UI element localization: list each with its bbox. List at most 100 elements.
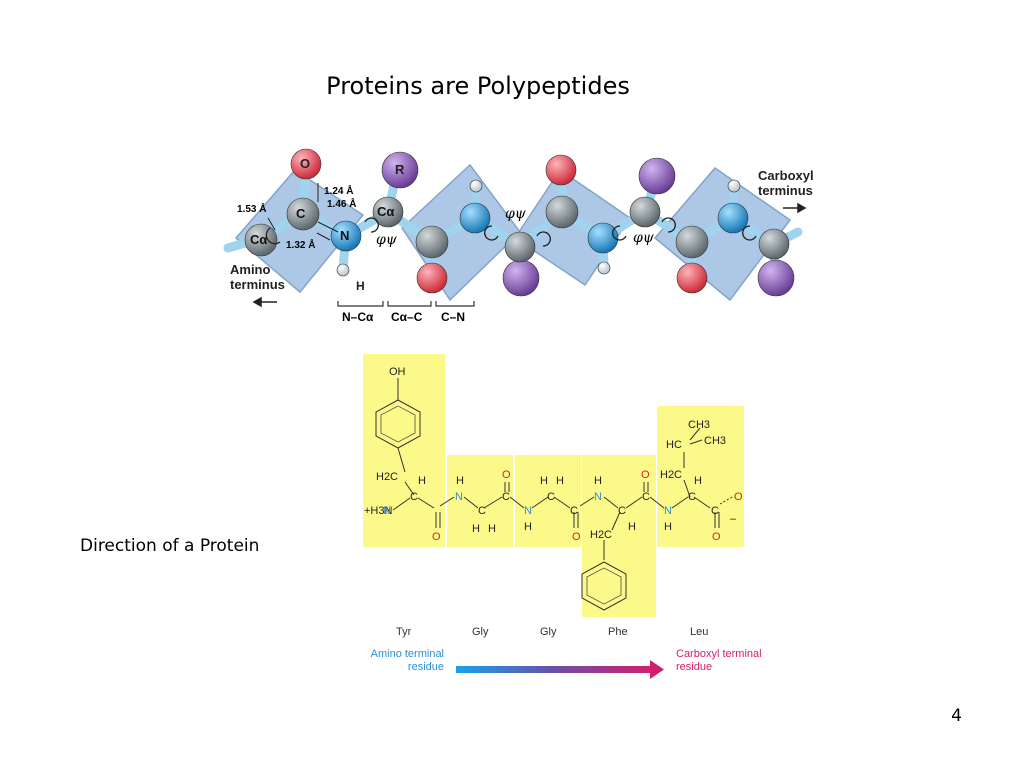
gly2-c2: C [570,505,578,517]
page-number: 4 [951,706,962,726]
hydrogen-atom-4 [727,179,741,193]
nitrogen-atom-4 [717,202,749,234]
leu-ch3-2: CH3 [704,435,726,447]
residue-tyr: Tyr [396,626,412,638]
torsion-label-1: φψ [376,232,397,248]
residue-gly-1: Gly [472,626,489,638]
carbon-atom-4 [675,225,709,259]
leu-c2: C [711,505,719,517]
gly2-h2: H [540,475,548,487]
hydrogen-atom-3 [597,261,611,275]
hydrogen-atom-2 [469,179,483,193]
nitrogen-atom-3 [587,222,619,254]
leu-ch3-1: CH3 [688,419,710,431]
leu-minus: – [730,513,737,525]
tyr-c: C [410,491,418,503]
r-group-1 [381,151,419,189]
calpha-atom-1 [244,223,278,257]
carbon-atom-3 [545,195,579,229]
r-group-2 [502,259,540,297]
r-label: R [395,162,405,177]
gly2-h3: H [556,475,564,487]
highlight-tyr [363,354,445,547]
h3n-label: +H3N [364,505,392,517]
hydrogen-label: H [356,279,365,293]
phe-n: N [594,491,602,503]
tyr-h: H [418,475,426,487]
tyr-oh: OH [389,366,406,378]
tyr-n: N [383,505,391,517]
residue-phe: Phe [608,626,628,638]
torsion-label-2: φψ [505,206,526,222]
bracket-c-n: C–N [441,310,466,324]
oxygen-atom-4 [676,262,708,294]
residue-gly-2: Gly [540,626,557,638]
bracket-n-calpha: N–Cα [342,310,374,324]
rotation-arrows [265,217,757,247]
slide-title: Proteins are Polypeptides [326,72,630,100]
residue-highlights [363,354,744,617]
phe-c2: C [642,491,650,503]
oxygen-label: O [300,156,311,171]
leu-c: C [688,491,696,503]
nitrogen-atom-2 [459,202,491,234]
oxygen-atom-1 [290,148,322,180]
distance-arrows [267,183,339,241]
gly1-c: C [478,505,486,517]
phe-h: H [594,475,602,487]
bond-brackets-marks [337,301,475,307]
terminus-arrows [252,202,807,308]
torsion-label-3: φψ [633,230,654,246]
peptide-plane-1 [234,169,365,294]
gly1-n: N [455,491,463,503]
backbone-atoms [244,148,795,297]
leu-o2: O [712,531,721,543]
highlight-gly-2 [515,455,581,547]
carbon-atom-2 [415,225,449,259]
phe-o: O [641,469,650,481]
tyr-h2c: H2C [376,471,398,483]
phe-c: C [618,505,626,517]
nitrogen-atom-1 [330,220,362,252]
calpha-atom-5 [758,228,790,260]
gly1-o: O [502,469,511,481]
nitrogen-label: N [340,228,350,243]
gly1-h2: H [472,523,480,535]
calpha-atom-4 [629,196,661,228]
bond-length-132: 1.32 Å [286,240,316,251]
gly1-c2: C [502,491,510,503]
amino-terminus-label: Amino terminus [230,262,285,292]
r-group-3 [638,157,676,195]
oxygen-atom-2 [416,262,448,294]
gly2-o: O [572,531,581,543]
carboxyl-terminal-residue: Carboxyl terminal residue [676,648,762,673]
carbon-atom-1 [286,197,320,231]
chemical-bonds [375,378,735,611]
calpha-atom-3 [504,231,536,263]
amino-terminal-residue: Amino terminal residue [370,648,444,673]
oxygen-atom-3 [545,154,577,186]
gly2-h: H [524,521,532,533]
leu-o1: O [734,491,743,503]
leu-h2c: H2C [660,469,682,481]
carbon-label: C [296,206,306,221]
phe-h2: H [628,521,636,533]
gly2-c: C [547,491,555,503]
calpha-atom-2 [372,196,404,228]
leu-h2: H [694,475,702,487]
gly1-h: H [456,475,464,487]
highlight-gly-1 [447,455,513,547]
carboxyl-terminus-label: Carboxyl terminus [758,168,814,198]
highlight-leu [657,406,744,547]
leu-h: H [664,521,672,533]
gly2-n: N [524,505,532,517]
direction-arrow [456,660,664,679]
direction-label: Direction of a Protein [80,536,260,556]
leu-hc: HC [666,439,682,451]
chemical-labels: OH H2C H C +H3N N O H N C H H O C N H H … [364,366,743,543]
hydrogen-atom-1 [336,263,350,277]
gly1-h3: H [488,523,496,535]
leu-n: N [664,505,672,517]
r-group-4 [757,259,795,297]
